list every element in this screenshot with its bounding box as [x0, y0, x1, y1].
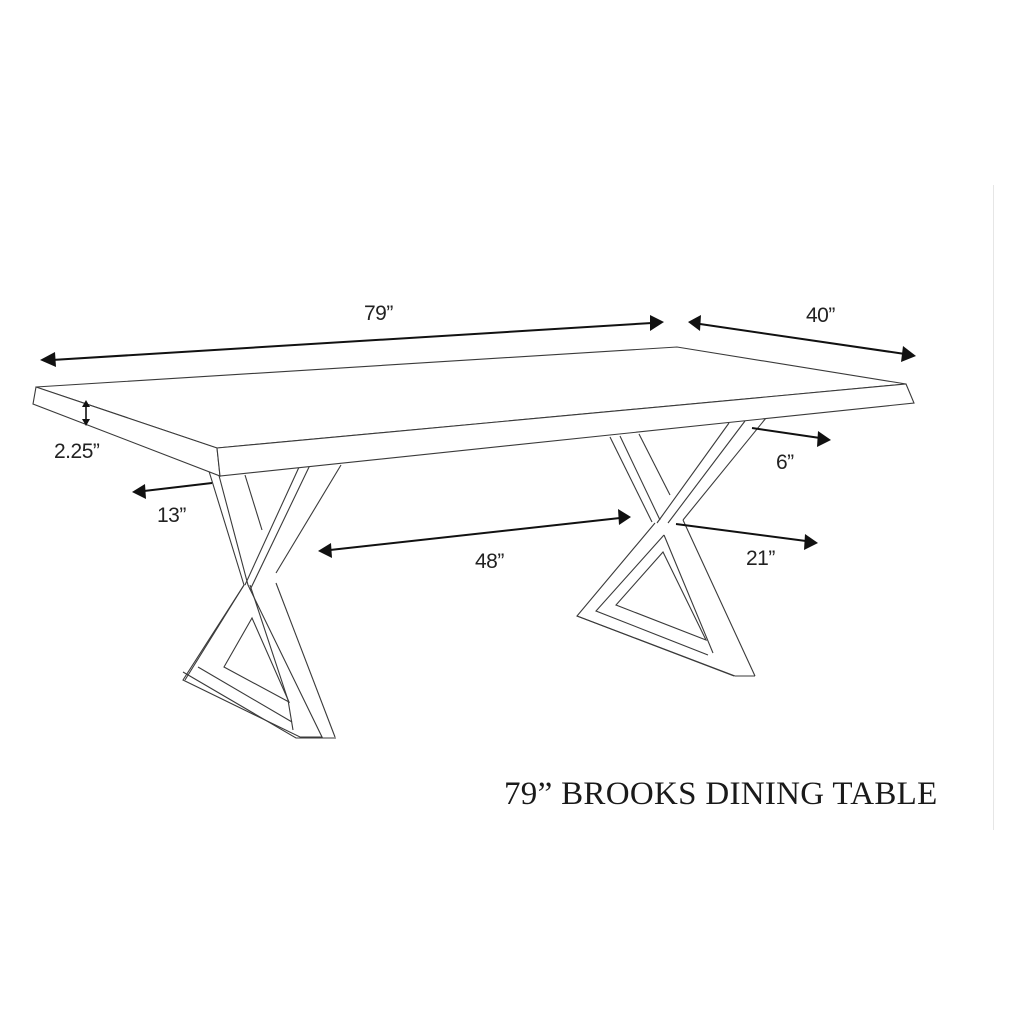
arrow-head-left-icon	[40, 352, 56, 367]
leg-spacing-arrow	[329, 517, 621, 551]
dimension-arrows	[40, 315, 916, 558]
length-label: 79”	[364, 302, 393, 325]
length-arrow	[51, 322, 653, 361]
width-arrow	[699, 323, 906, 355]
end-overhang-label: 13”	[157, 504, 186, 527]
leg-depth-label: 21”	[746, 547, 775, 570]
side-overhang-label: 6”	[776, 451, 794, 474]
arrow-head-right-icon	[901, 346, 916, 362]
arrow-head-left-icon	[688, 315, 701, 331]
right-x-leg	[576, 417, 767, 677]
width-label: 40”	[806, 304, 835, 327]
tabletop	[32, 346, 915, 477]
leg-depth-arrow	[675, 523, 807, 542]
image-border-line	[993, 185, 994, 830]
arrow-head-right-icon	[650, 315, 664, 331]
end-overhang-arrow	[143, 482, 213, 492]
product-title: 79” BROOKS DINING TABLE	[504, 776, 938, 812]
left-x-leg	[182, 464, 342, 739]
thickness-label: 2.25”	[54, 440, 100, 463]
leg-spacing-label: 48”	[475, 550, 504, 573]
side-overhang-arrow	[751, 427, 821, 439]
